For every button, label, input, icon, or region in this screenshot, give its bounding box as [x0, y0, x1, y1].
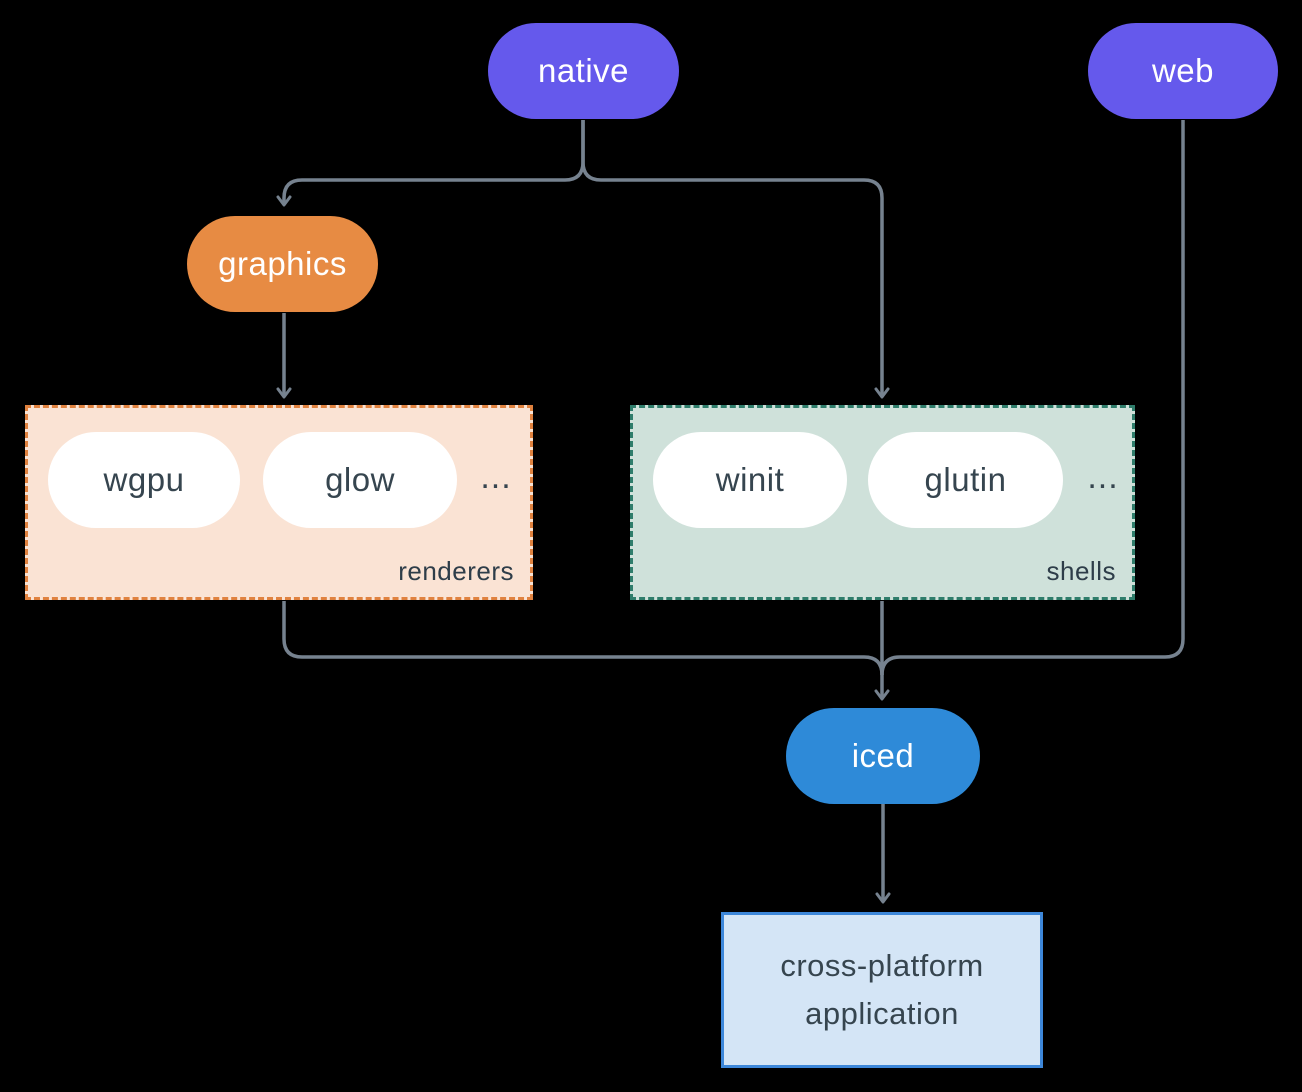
app-label-line1: cross-platform	[780, 948, 984, 983]
node-winit-label: winit	[715, 461, 785, 498]
node-wgpu-label: wgpu	[103, 461, 185, 498]
node-wgpu: wgpu	[48, 432, 240, 528]
node-iced: iced	[786, 708, 980, 804]
app-label-line2: application	[805, 996, 959, 1031]
edge-renderers-to-iced	[282, 601, 884, 676]
node-graphics-label: graphics	[218, 245, 347, 282]
node-glow: glow	[263, 432, 457, 528]
renderers-ellipsis: ...	[480, 458, 512, 496]
group-renderers: wgpu glow ... renderers	[25, 405, 533, 600]
node-iced-label: iced	[851, 737, 915, 774]
edge-web-to-iced	[880, 120, 1185, 676]
node-web: web	[1088, 23, 1278, 119]
group-shells: winit glutin ... shells	[630, 405, 1135, 600]
node-web-label: web	[1151, 52, 1215, 89]
node-native: native	[488, 23, 679, 119]
node-winit: winit	[653, 432, 847, 528]
edge-native-to-graphics	[276, 120, 585, 207]
node-native-label: native	[537, 52, 630, 89]
edge-native-to-shells	[581, 120, 890, 399]
renderers-group-label: renderers	[398, 556, 514, 586]
node-glutin-label: glutin	[924, 461, 1007, 498]
node-glow-label: glow	[325, 461, 395, 498]
node-graphics: graphics	[187, 216, 378, 312]
node-glutin: glutin	[868, 432, 1063, 528]
node-cross-platform-application: cross-platform application	[721, 912, 1043, 1068]
shells-group-label: shells	[1046, 556, 1116, 586]
shells-ellipsis: ...	[1087, 458, 1119, 496]
